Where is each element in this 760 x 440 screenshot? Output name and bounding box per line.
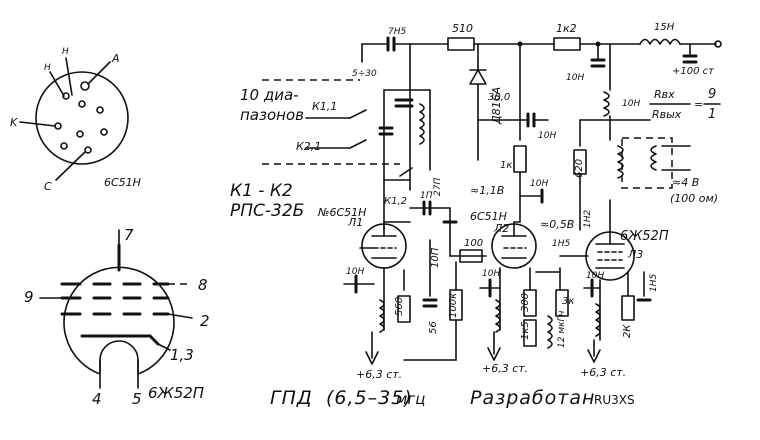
c-10p-label: 10П [430, 247, 441, 268]
tube-l2-label: Л2 [493, 222, 509, 235]
r-1k5-label: 1к5 [520, 321, 531, 340]
tube-l2: 6С51Н Л2 +6,3 ст. 10Н 300 1к5 12 мкГн 3к… [470, 210, 589, 375]
supply-rail: 510 1к2 15Н +100 ст 10Н [409, 22, 722, 83]
pin-8-label: 8 [198, 276, 208, 294]
trim-5-30-label: 5÷30 [352, 69, 377, 79]
v1-note: ≈1,1В [470, 184, 504, 197]
r-2k-label: 2К [622, 324, 633, 338]
caption-title: ГПД [270, 387, 313, 409]
ratio-bottom: Rвых [652, 108, 682, 121]
r-300-label: 300 [520, 293, 531, 312]
bands-note-1: 10 диа- [240, 86, 299, 104]
c-1p-label: 1П [420, 191, 433, 201]
pin-7-label: 7 [124, 226, 134, 244]
band-switch: К1,1 К2,1 5÷30 [262, 69, 400, 165]
pinout-6zh52p-title: 6Ж52П [148, 384, 204, 402]
caption-author-label: Разработан [470, 387, 595, 409]
l-12mkgn-label: 12 мкГн [557, 310, 567, 348]
c-10n-b-label: 10Н [538, 131, 556, 141]
heater2-label: +6,3 ст. [482, 362, 528, 375]
caption-unit: мгц [396, 390, 425, 408]
pin-h2-label: H [62, 47, 69, 57]
k21-label: К2,1 [296, 140, 321, 153]
ratio-note: Rвх Rвых = 9 1 [649, 87, 721, 122]
c-10n-d-label: 10Н [622, 99, 640, 109]
tank-circuit: 7Н5 К1,2 [361, 27, 431, 231]
k11-label: К1,1 [312, 100, 337, 113]
c-27p-label: 27П [433, 178, 443, 196]
heater1-label: +6,3 ст. [356, 368, 402, 381]
tube-l3-type: 6Ж52П [620, 229, 669, 244]
trim-30-label: 30,0 [488, 92, 510, 103]
tube-l2-type: 6С51Н [470, 210, 507, 223]
k12-label: К1,2 [384, 196, 407, 207]
ratio-value-top: 9 [708, 87, 716, 102]
r-100-label: 100 [464, 238, 483, 249]
out-load-note: (100 ом) [670, 192, 718, 205]
v2-note: ≈0,5В [540, 218, 574, 231]
coupling-net: 1П 27П ≈1,1В 10П 100 100к [383, 178, 504, 361]
r-510-label: 510 [452, 22, 473, 35]
c-10n-g-label: 10Н [586, 271, 604, 281]
relays-note: К1 - К2 [230, 181, 293, 201]
relay-type-note: РПС-32Б [230, 201, 304, 221]
r-100k-label: 100к [448, 293, 459, 318]
pin-k-label: K [10, 116, 18, 129]
pin-a-label: A [111, 52, 120, 65]
ratio-value-bottom: 1 [708, 107, 716, 122]
c-10n-c-label: 10Н [530, 179, 548, 189]
c-56-label: 56 [428, 321, 439, 334]
c-10n-a-label: 10Н [566, 73, 584, 83]
zener-label: Д816А [490, 87, 503, 125]
heater3-label: +6,3 ст. [580, 366, 626, 379]
pin-9-label: 9 [24, 288, 34, 306]
c-10n-e-label: 10Н [346, 267, 364, 277]
r-1k2-label: 1к2 [556, 22, 577, 35]
c-1n2-label: 1Н2 [583, 210, 593, 228]
pin-13-label: 1,3 [170, 346, 194, 364]
pin-c-label: C [44, 180, 52, 193]
caption: ГПД (6,5–35) мгц Разработан RU3XS [270, 387, 635, 409]
l-15n-label: 15Н [654, 22, 675, 33]
caption-range: (6,5–35) [326, 387, 413, 409]
c-7n5-label: 7Н5 [388, 27, 406, 37]
caption-author: RU3XS [594, 393, 635, 407]
r-620-label: 620 [574, 159, 585, 178]
pin-4-label: 4 [92, 390, 102, 408]
ratio-top: Rвх [654, 88, 675, 101]
pin-2-label: 2 [200, 312, 210, 330]
r-560-label: 560 [394, 297, 405, 316]
pinout-6c51n-title: 6С51Н [104, 176, 141, 189]
ratio-eq: = [694, 98, 703, 111]
relay-num-note: №6С51Н [317, 206, 366, 219]
c-1n5-b-label: 1Н5 [649, 274, 659, 292]
out-voltage-note: ≈4 В [672, 176, 699, 189]
c-1n5-label: 1Н5 [552, 239, 570, 249]
tube-l1: Л1 +6,3 ст. 10Н 560 56 [343, 216, 439, 381]
pinout-6c51n: A K C H H 6С51Н [10, 47, 141, 193]
pinout-6zh52p: 7 9 8 2 1,3 4 5 6Ж52П [24, 226, 210, 408]
zener-stabilizer: Д816А 30,0 10Н 1к 10Н [469, 43, 556, 223]
tube-l3-label: Л3 [627, 248, 643, 261]
r-1k-label: 1к [500, 160, 512, 171]
bands-note-2: пазонов [240, 106, 304, 124]
c-10n-f-label: 10Н [482, 269, 500, 279]
r-3k-label: 3к [562, 296, 574, 307]
pin-h1-label: H [44, 63, 51, 73]
supply-label: +100 ст [672, 66, 715, 77]
tube-l3: 6Ж52П Л3 +6,3 ст. 10Н 2К 1Н5 10Н 620 1Н2… [573, 43, 718, 379]
pin-5-label: 5 [132, 390, 142, 408]
tube-l1-label: Л1 [347, 216, 363, 229]
